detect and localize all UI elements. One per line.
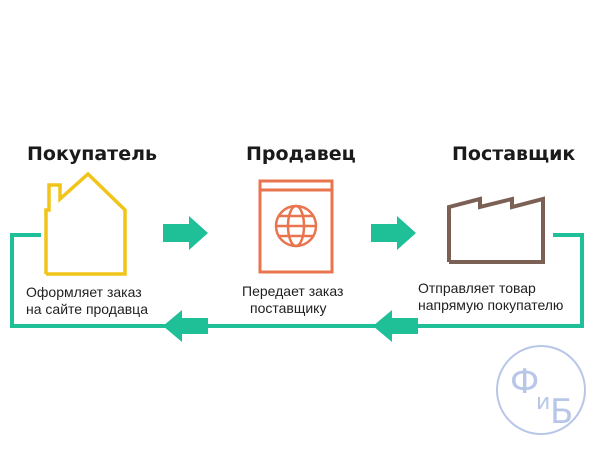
factory-icon	[447, 196, 545, 264]
supplier-caption-line-1: Отправляет товар	[418, 280, 536, 296]
supplier-caption: Отправляет товар напрямую покупателю	[418, 280, 563, 314]
watermark-logo: Ф и Б	[496, 345, 586, 435]
watermark-letter-b: Б	[550, 392, 573, 432]
supplier-caption-line-2: напрямую покупателю	[418, 297, 564, 313]
return-loop-line	[10, 233, 584, 328]
house-icon	[44, 171, 127, 276]
seller-caption: Передает заказ поставщику	[242, 283, 343, 317]
buyer-title: Покупатель	[27, 143, 158, 165]
supplier-title: Поставщик	[452, 143, 576, 165]
forward-arrow-buyer-to-seller	[163, 216, 208, 250]
watermark-letter-f: Ф	[510, 362, 539, 402]
buyer-caption: Оформляет заказ на сайте продавца	[26, 284, 148, 318]
seller-title: Продавец	[246, 143, 356, 165]
watermark-letter-i: и	[536, 390, 550, 415]
seller-caption-line-1: Передает заказ	[242, 283, 344, 299]
buyer-caption-line-2: на сайте продавца	[26, 301, 148, 317]
return-arrow-supplier-to-seller	[373, 310, 418, 342]
return-arrow-seller-to-buyer	[163, 310, 208, 342]
globe-card-icon	[258, 179, 334, 274]
forward-arrow-seller-to-supplier	[371, 216, 416, 250]
seller-caption-line-2: поставщику	[250, 300, 327, 316]
buyer-caption-line-1: Оформляет заказ	[26, 284, 142, 300]
